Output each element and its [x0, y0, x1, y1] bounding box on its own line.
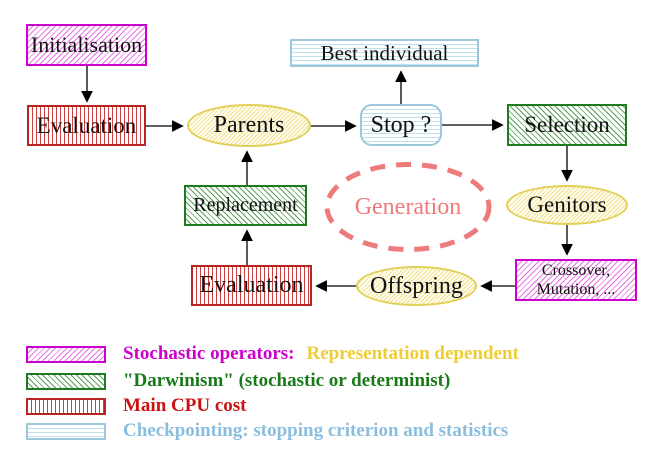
generation-label: Generation — [354, 194, 462, 220]
legend-item-main-cpu-cost: Main CPU cost — [26, 395, 247, 416]
node-selection: Selection — [507, 104, 627, 146]
node-initialisation-label: Initialisation — [30, 32, 143, 57]
node-evaluation-top-label: Evaluation — [36, 112, 137, 138]
node-crossover-mutation: Crossover, Mutation, ... — [515, 259, 637, 301]
legend-label-checkpointing: Checkpointing: stopping criterion and st… — [123, 420, 509, 441]
node-best-individual: Best individual — [290, 39, 479, 67]
legend-swatch-red-stripes-icon — [26, 397, 106, 415]
node-offspring-label: Offspring — [370, 272, 463, 299]
node-crossover-label-line1: Crossover, — [541, 261, 611, 279]
legend-swatch-cyan-stripes-icon — [26, 422, 106, 440]
node-initialisation: Initialisation — [26, 24, 147, 66]
legend-item-stochastic-operators: Stochastic operators: Representation dep… — [26, 343, 519, 364]
node-genitors: Genitors — [506, 185, 628, 225]
node-replacement: Replacement — [184, 185, 307, 226]
legend-swatch-green-hatch-icon — [26, 372, 106, 390]
node-offspring: Offspring — [356, 266, 477, 306]
node-best-individual-label: Best individual — [320, 40, 449, 65]
node-selection-label: Selection — [524, 112, 610, 137]
node-replacement-label: Replacement — [193, 194, 298, 216]
node-parents-label: Parents — [213, 112, 285, 138]
node-evaluation-top: Evaluation — [27, 105, 146, 146]
legend-label-darwinism: "Darwinism" (stochastic or determinist) — [123, 370, 451, 391]
legend-label-representation-dependent: Representation dependent — [306, 343, 519, 364]
node-stop-label: Stop ? — [370, 111, 432, 138]
legend-label-stochastic-operators: Stochastic operators: — [123, 343, 295, 364]
legend-item-checkpointing: Checkpointing: stopping criterion and st… — [26, 420, 509, 441]
legend-label-main-cpu-cost: Main CPU cost — [123, 395, 247, 416]
node-crossover-label-line2: Mutation, ... — [536, 281, 616, 298]
legend-swatch-magenta-hatch-icon — [26, 345, 106, 363]
node-evaluation-bottom-label: Evaluation — [199, 272, 304, 298]
node-parents: Parents — [187, 104, 311, 147]
node-genitors-label: Genitors — [527, 192, 607, 217]
legend-item-darwinism: "Darwinism" (stochastic or determinist) — [26, 370, 451, 391]
node-evaluation-bottom: Evaluation — [191, 265, 312, 306]
node-stop: Stop ? — [360, 104, 442, 146]
